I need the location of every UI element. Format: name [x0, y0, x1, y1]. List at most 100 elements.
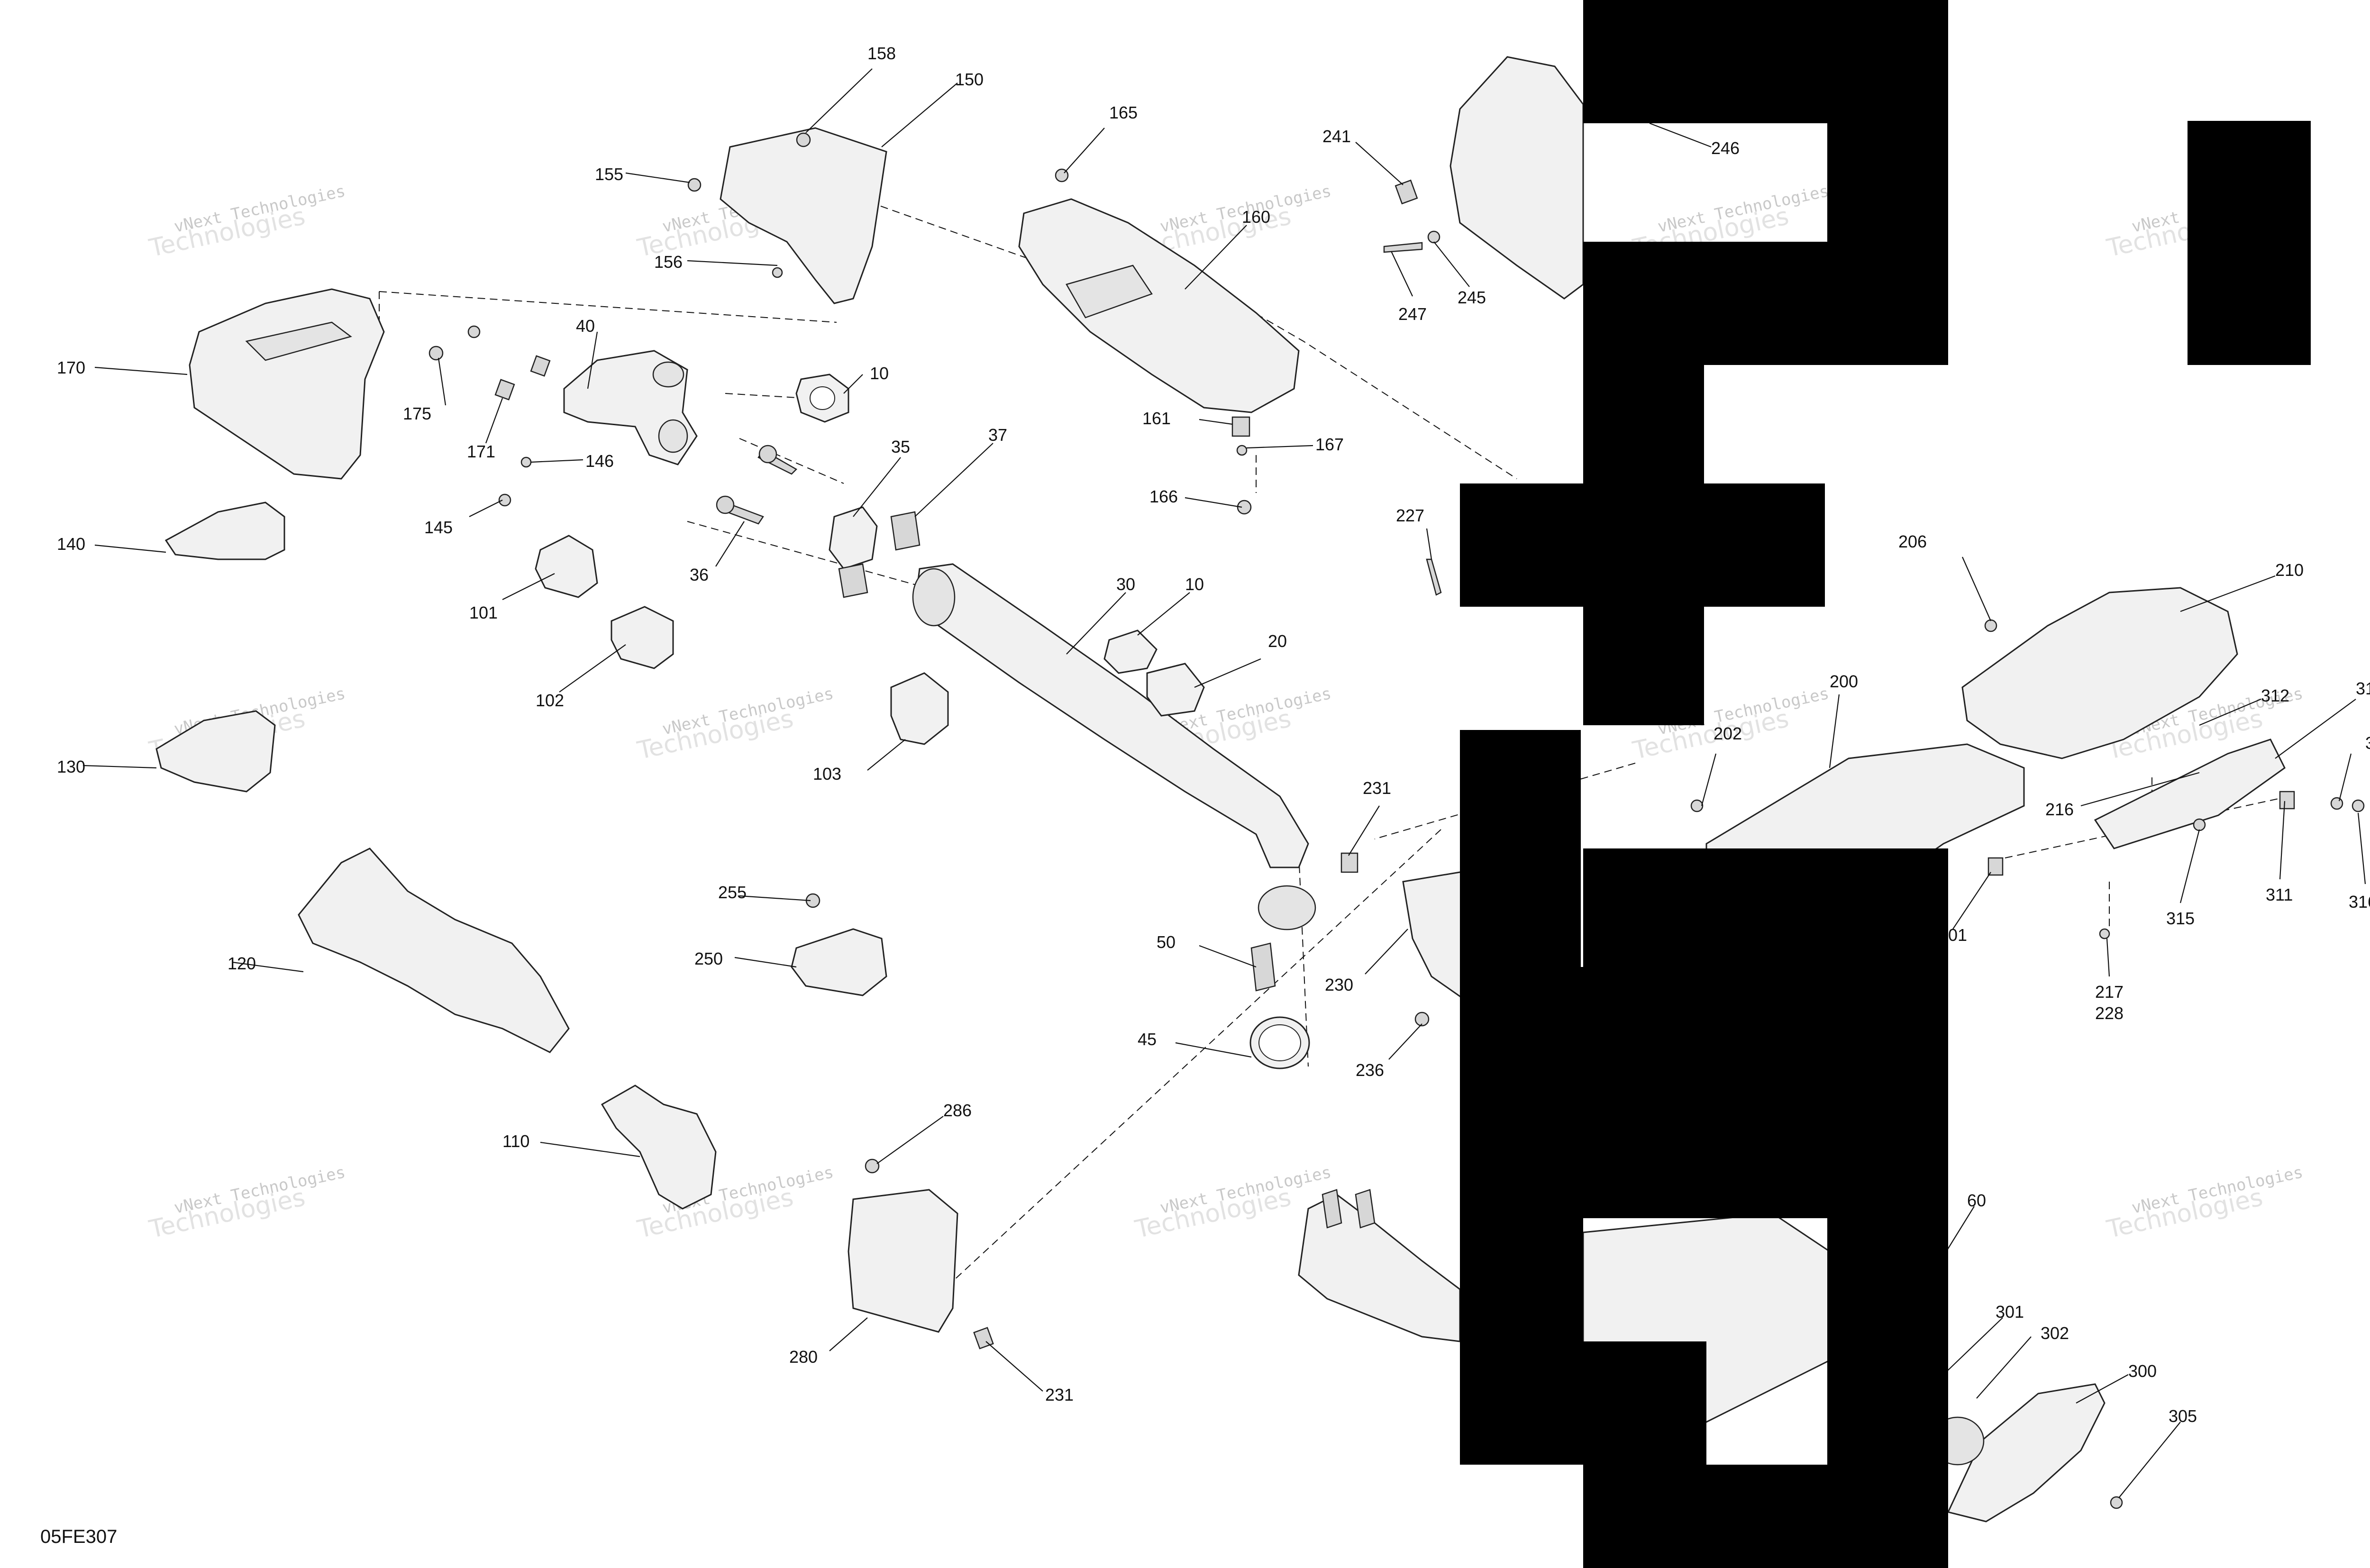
callout-166: 166	[1149, 487, 1178, 506]
callout-130: 130	[57, 757, 85, 776]
callout-241: 241	[1322, 127, 1351, 146]
exhaust-pipe	[914, 563, 1309, 868]
bolt-head	[758, 445, 777, 464]
callout-202: 202	[1714, 724, 1742, 743]
clamp-ring	[829, 506, 878, 570]
callout-101: 101	[469, 603, 498, 622]
callout-161: 161	[1142, 409, 1171, 428]
spring	[1322, 1189, 1342, 1229]
callout-labels: 158 150 155 156 165 160 241 246 247 245 …	[57, 44, 2370, 1426]
parts	[155, 56, 2365, 1522]
bolt	[428, 346, 444, 361]
heat-shield-bracket	[601, 1085, 717, 1210]
flange-port	[652, 361, 684, 388]
clip	[494, 379, 515, 401]
clamp	[890, 672, 949, 745]
heat-shield	[1947, 1383, 2106, 1522]
callout-305: 305	[2169, 1406, 2197, 1426]
bolt	[796, 132, 811, 147]
washer	[1427, 230, 1440, 244]
callout-120: 120	[228, 954, 256, 973]
nut	[1236, 445, 1248, 456]
callout-317: 317	[2365, 733, 2370, 753]
callout-231-b: 231	[1045, 1385, 1074, 1404]
heat-shield-vent	[1066, 264, 1153, 319]
redaction-block	[1583, 242, 1948, 365]
clamp	[611, 606, 674, 669]
callout-200: 200	[1830, 672, 1858, 691]
callout-103: 103	[813, 764, 841, 784]
redaction-block	[1460, 730, 1581, 967]
callout-286: 286	[943, 1101, 972, 1120]
callout-216: 216	[2045, 800, 2074, 819]
heat-shield	[1018, 198, 1300, 413]
clip	[1340, 852, 1358, 873]
callout-170: 170	[57, 358, 85, 377]
clip	[1395, 179, 1418, 205]
flange-port	[658, 419, 688, 453]
callout-231: 231	[1363, 778, 1391, 798]
callout-236: 236	[1356, 1060, 1384, 1080]
bolt	[772, 267, 783, 278]
callout-280: 280	[789, 1347, 818, 1367]
callout-20: 20	[1268, 631, 1287, 651]
callout-255: 255	[718, 883, 747, 902]
callout-315: 315	[2166, 909, 2195, 928]
redaction-block	[1583, 0, 1948, 123]
redaction-block	[1583, 848, 1948, 1218]
callout-10: 10	[870, 364, 889, 383]
redaction-block	[1583, 365, 1704, 483]
callout-300: 300	[2128, 1361, 2157, 1381]
drawing-code: 05FE307	[40, 1526, 117, 1547]
callout-245: 245	[1458, 288, 1486, 307]
bolt	[467, 325, 481, 338]
callout-247: 247	[1398, 304, 1427, 324]
callout-40: 40	[576, 316, 595, 336]
bolt	[1414, 1012, 1430, 1027]
bolt	[1426, 558, 1442, 596]
callout-210: 210	[2275, 560, 2304, 580]
callout-171: 171	[467, 442, 495, 461]
callout-30: 30	[1116, 574, 1135, 594]
heat-shield-bracket	[720, 127, 887, 304]
heat-shield	[848, 1189, 958, 1333]
callout-311: 311	[2266, 885, 2293, 904]
bolt	[1984, 619, 1997, 632]
callout-310: 310	[2356, 679, 2370, 698]
redaction-block	[1827, 1218, 1948, 1568]
spring	[890, 511, 921, 551]
redaction-block	[1460, 967, 1583, 1218]
callout-102: 102	[536, 691, 564, 710]
callout-302: 302	[2041, 1323, 2069, 1343]
clip	[530, 355, 551, 377]
callout-228: 228	[2095, 1003, 2124, 1023]
callout-217: 217	[2095, 982, 2124, 1002]
callout-150: 150	[955, 70, 984, 89]
bolt	[865, 1158, 880, 1174]
callout-175: 175	[403, 404, 431, 423]
callout-45: 45	[1138, 1030, 1157, 1049]
callout-312: 312	[2261, 686, 2289, 705]
bolt	[2193, 818, 2206, 831]
callout-110: 110	[502, 1131, 529, 1151]
nut	[1237, 500, 1252, 515]
washer	[2330, 797, 2343, 810]
callout-250: 250	[694, 949, 723, 968]
callout-145: 145	[424, 518, 453, 537]
callout-10-b: 10	[1185, 574, 1204, 594]
heat-shield	[1449, 56, 1584, 300]
callout-158: 158	[867, 44, 896, 63]
spring	[838, 563, 868, 598]
redaction-block	[1583, 1465, 1827, 1568]
redaction-block	[2188, 121, 2311, 365]
heat-shield	[189, 288, 385, 480]
callout-37: 37	[988, 425, 1007, 445]
mounting-bracket	[2094, 738, 2286, 849]
clip	[1231, 416, 1250, 437]
leader-lines	[82, 68, 2366, 1498]
spring	[1250, 942, 1276, 992]
exhaust-outlet-pipe	[1298, 1194, 1461, 1342]
nut	[520, 456, 532, 468]
callout-36: 36	[690, 565, 709, 584]
